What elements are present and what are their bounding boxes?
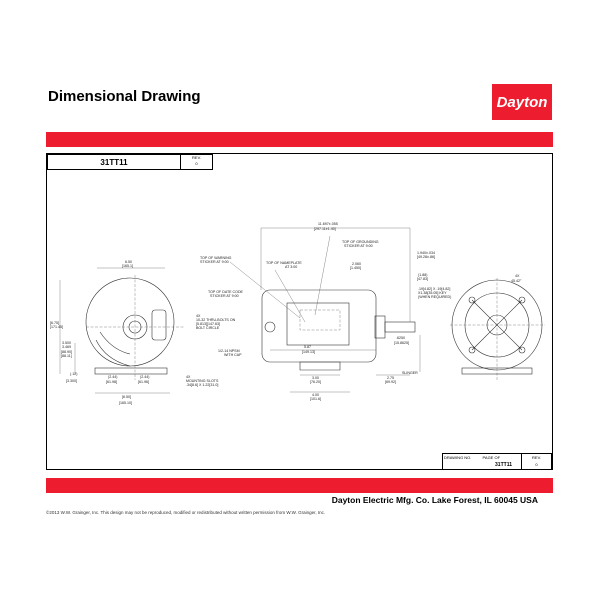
dimension-label: [6.75]: [50, 321, 59, 325]
drawing-frame: 31TT11 REV. 0 DRAWING NO. PAGE OF 31TT11…: [46, 153, 553, 470]
page-title: Dimensional Drawing: [48, 88, 201, 105]
bottom-rev-cell: REV. 0: [521, 453, 552, 470]
dimension-label: (WHEN REQUIRED): [418, 295, 451, 299]
dimension-label: (1.88): [418, 273, 427, 277]
dimension-label: [47.83]: [417, 277, 428, 281]
dimension-label: (2.44): [140, 375, 149, 379]
dimension-label: 5.87: [304, 345, 311, 349]
dimension-label: .6250: [396, 336, 405, 340]
rev-label: REV.: [532, 455, 541, 460]
drawing-no-value: 31TT11: [495, 462, 512, 468]
rev-value: 0: [195, 161, 198, 166]
dimension-label: .34[8.6] X 1.22[31.0]: [186, 383, 218, 387]
dimension-label: [3.300]: [66, 379, 77, 383]
dimension-label: SLINGER: [402, 371, 418, 375]
dimension-label: [69.92]: [385, 380, 396, 384]
rev-label: REV.: [192, 155, 201, 160]
end-view-right: [450, 278, 545, 380]
dimension-label: [88.90]: [61, 350, 72, 354]
company-address: Dayton Electric Mfg. Co. Lake Forest, IL…: [331, 495, 538, 505]
dimension-label: 1/2-14 NPSM: [218, 349, 240, 353]
dimension-label: [297.11±1.40]: [314, 227, 336, 231]
dimension-label: STICKER AT 9:00: [344, 244, 373, 248]
dimension-label: 4X: [515, 274, 520, 278]
dimension-label: AT 3:00: [285, 265, 297, 269]
dimension-label: 4X: [186, 375, 191, 379]
dimension-label: 3.500: [62, 341, 71, 345]
dimension-label: [61.98]: [106, 380, 117, 384]
dimension-label: 2.75: [387, 376, 394, 380]
dimension-label: [5.813][147.63]: [196, 322, 220, 326]
dimension-label: 4X: [196, 314, 201, 318]
dimension-label: 4.00: [312, 393, 319, 397]
dimension-label: 11.697±.055: [318, 222, 338, 226]
dimension-label: [171.45]: [50, 325, 63, 329]
dimension-label: 45.42°: [511, 279, 522, 283]
page-of-label: PAGE OF: [482, 455, 501, 460]
dimension-label: 2.060: [352, 262, 361, 266]
dimension-label: [76.20]: [310, 380, 321, 384]
dimension-label: (2.44): [108, 375, 117, 379]
dimension-label: 6.50: [125, 260, 132, 264]
dayton-logo: Dayton: [492, 84, 552, 120]
dimension-label: [101.6]: [310, 397, 321, 401]
bottom-red-bar: [46, 478, 553, 493]
dimension-label: [61.96]: [138, 380, 149, 384]
dimension-label: .19[4.82] X .19[4.82]: [418, 287, 450, 291]
dimension-label: [15.8625]: [394, 341, 409, 345]
end-view-left: [59, 267, 185, 394]
dimension-label: (.12): [70, 372, 77, 376]
dimension-label: [165.10]: [119, 401, 132, 405]
drawing-no-label: DRAWING NO.: [444, 455, 472, 460]
dimension-label: BOLT CIRCLE: [196, 326, 220, 330]
dimension-label: [88.11]: [61, 354, 72, 358]
side-view: [229, 227, 421, 393]
dimension-label: X1.38[35.05] KEY: [418, 291, 447, 295]
dimension-label: [149.13]: [302, 350, 315, 354]
dimension-label: TOP OF DATE CODE: [208, 290, 244, 294]
dimension-label: TOP OF GROUNDING: [342, 240, 379, 244]
dimension-label: STICKER AT 9:00: [210, 294, 239, 298]
dimension-label: [49.28±.86]: [417, 255, 435, 259]
dimension-label: WITH CAP: [224, 353, 242, 357]
rev-cell: REV. 0: [180, 154, 213, 170]
dimension-label: [6.50]: [122, 395, 131, 399]
dimension-label: TOP OF NAMEPLATE: [266, 261, 302, 265]
top-red-bar: [46, 132, 553, 147]
dimension-label: 3.469: [62, 345, 71, 349]
dimension-label: [165.1]: [122, 264, 133, 268]
dimension-label: 1.940±.034: [417, 251, 435, 255]
rev-value: 0: [535, 462, 538, 467]
copyright-notice: ©2013 W.W. Grainger, Inc. This design ma…: [46, 510, 326, 515]
dimension-label: MOUNTING SLOTS: [186, 379, 219, 383]
dimension-label: 10-32 THRU-BOLTS ON: [196, 318, 236, 322]
dimension-label: 3.00: [312, 376, 319, 380]
dimension-label: [1.450]: [350, 266, 361, 270]
dimension-label: STICKER AT 9:00: [200, 260, 229, 264]
dimension-label: TOP OF WARNING: [200, 256, 232, 260]
